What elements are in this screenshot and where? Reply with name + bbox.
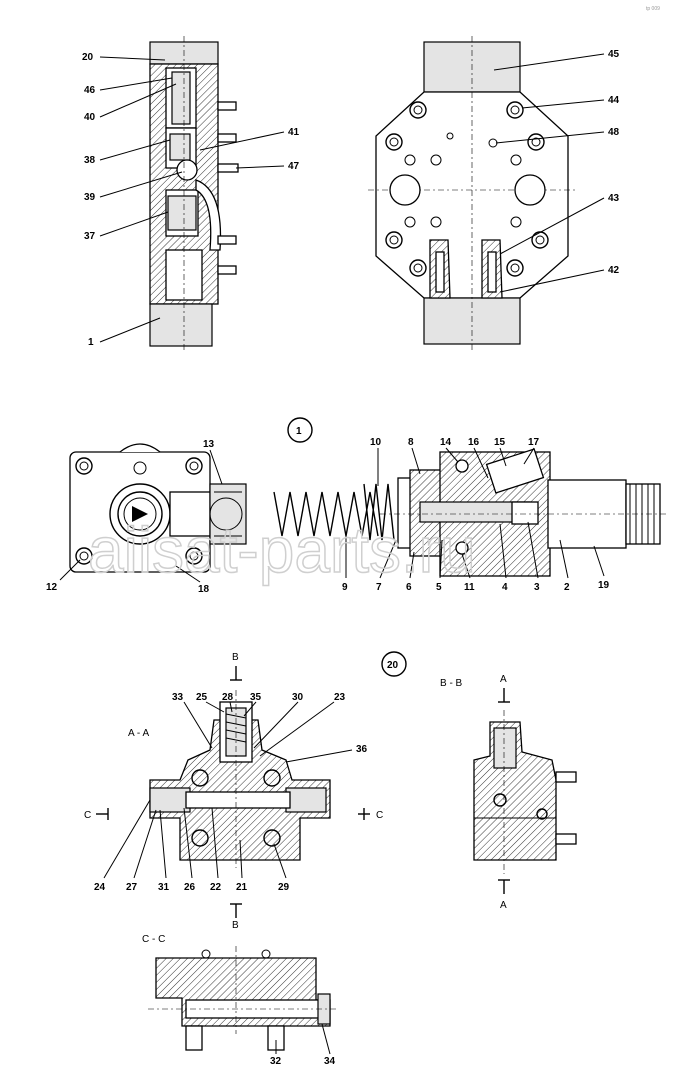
part-label: 25 bbox=[196, 692, 208, 703]
part-label: 22 bbox=[210, 882, 222, 893]
assembly-number: 1 bbox=[296, 426, 302, 437]
view2-labels: 45 44 48 43 42 bbox=[608, 49, 620, 276]
part-label: 34 bbox=[324, 1056, 336, 1067]
assembly20-leaders bbox=[103, 701, 353, 879]
part-label: 40 bbox=[84, 112, 96, 123]
assembly1-leaders bbox=[59, 447, 605, 583]
part-label: 11 bbox=[464, 582, 475, 593]
part-label: 14 bbox=[440, 437, 452, 448]
part-label: 9 bbox=[342, 582, 348, 593]
section-a-a-view bbox=[149, 690, 331, 868]
part-label: 29 bbox=[278, 882, 290, 893]
part-label: 28 bbox=[222, 692, 234, 703]
corner-mark: tp 009 bbox=[646, 6, 660, 12]
assembly1-labels: 13 12 18 10 8 14 16 15 17 9 7 6 5 11 4 3… bbox=[46, 437, 610, 595]
part-label: 10 bbox=[370, 437, 382, 448]
part-label: 27 bbox=[126, 882, 138, 893]
part-label: 43 bbox=[608, 193, 620, 204]
part-label: 36 bbox=[356, 744, 368, 755]
part-label: 16 bbox=[468, 437, 480, 448]
section-marker: C bbox=[376, 810, 383, 821]
part-label: 41 bbox=[288, 127, 300, 138]
section-marker: B bbox=[232, 652, 239, 663]
watermark: aiisat-parts.ru bbox=[87, 513, 476, 587]
section-title: A - A bbox=[128, 728, 149, 739]
assembly-20-callout: 20 bbox=[381, 651, 407, 677]
view2-leaders bbox=[493, 53, 605, 293]
part-label: 26 bbox=[184, 882, 196, 893]
part-label: 8 bbox=[408, 437, 414, 448]
section-title: B - B bbox=[440, 678, 463, 689]
part-label: 15 bbox=[494, 437, 506, 448]
valve-front-view bbox=[368, 36, 576, 350]
section-c-c-view bbox=[148, 946, 338, 1051]
section-b-b-view bbox=[473, 710, 577, 874]
exploded-valve-assembly bbox=[69, 443, 668, 577]
section-b-b-markers: B - B A A bbox=[440, 674, 510, 911]
part-label: 30 bbox=[292, 692, 304, 703]
part-label: 24 bbox=[94, 882, 106, 893]
part-label: 12 bbox=[46, 582, 58, 593]
part-label: 5 bbox=[436, 582, 442, 593]
watermark-text: aiisat-parts.ru bbox=[88, 514, 476, 586]
assembly-1-callout: 1 bbox=[287, 417, 313, 443]
part-label: 19 bbox=[598, 580, 610, 591]
part-label: 13 bbox=[203, 439, 215, 450]
assembly20-labels: 33 25 28 35 30 23 36 24 27 31 26 22 21 2… bbox=[94, 692, 368, 1067]
part-label: 23 bbox=[334, 692, 346, 703]
part-label: 33 bbox=[172, 692, 184, 703]
part-label: 21 bbox=[236, 882, 248, 893]
section-title: C - C bbox=[142, 934, 165, 945]
part-label: 20 bbox=[82, 52, 94, 63]
part-label: 2 bbox=[564, 582, 570, 593]
part-label: 4 bbox=[502, 582, 508, 593]
part-label: 35 bbox=[250, 692, 262, 703]
part-label: 3 bbox=[534, 582, 540, 593]
view1-labels: 20 46 40 38 39 37 1 41 47 bbox=[82, 52, 300, 348]
section-marker: B bbox=[232, 920, 239, 931]
part-label: 39 bbox=[84, 192, 96, 203]
part-label: 17 bbox=[528, 437, 540, 448]
part-label: 18 bbox=[198, 584, 210, 595]
section-a-a-markers: A - A B B C C bbox=[84, 652, 383, 931]
part-label: 46 bbox=[84, 85, 96, 96]
part-label: 31 bbox=[158, 882, 170, 893]
section-marker: C bbox=[84, 810, 91, 821]
part-label: 38 bbox=[84, 155, 96, 166]
part-label: 6 bbox=[406, 582, 412, 593]
part-label: 37 bbox=[84, 231, 96, 242]
part-label: 48 bbox=[608, 127, 620, 138]
assembly-number: 20 bbox=[387, 660, 399, 671]
part-label: 1 bbox=[88, 337, 94, 348]
section-c-c-markers: C - C bbox=[142, 934, 331, 1055]
part-label: 44 bbox=[608, 95, 620, 106]
valve-side-section-view bbox=[149, 36, 239, 350]
part-label: 32 bbox=[270, 1056, 282, 1067]
view1-leaders bbox=[99, 56, 285, 343]
part-label: 42 bbox=[608, 265, 620, 276]
part-label: 7 bbox=[376, 582, 382, 593]
section-marker: A bbox=[500, 674, 507, 685]
section-marker: A bbox=[500, 900, 507, 911]
part-label: 45 bbox=[608, 49, 620, 60]
part-label: 47 bbox=[288, 161, 300, 172]
